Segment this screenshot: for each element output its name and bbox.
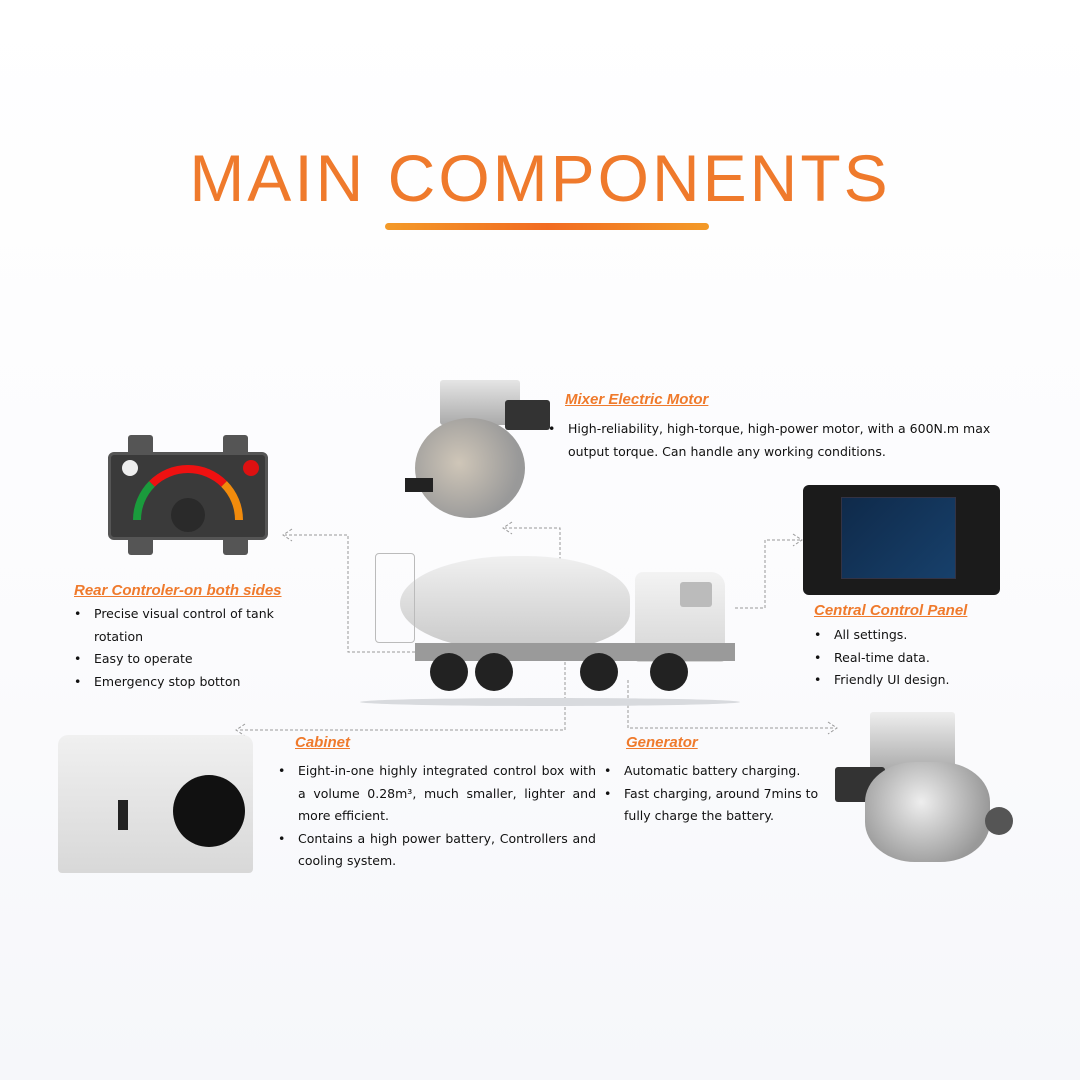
page-title: MAIN COMPONENTS — [189, 141, 891, 215]
generator-bullets: Automatic battery charging. Fast chargin… — [604, 760, 839, 828]
rear-controller-heading: Rear Controler-on both sides — [74, 582, 282, 599]
motor-heading: Mixer Electric Motor — [565, 391, 709, 408]
title-underline — [385, 223, 709, 230]
list-item: Easy to operate — [74, 648, 294, 671]
list-item: Real-time data. — [814, 647, 1014, 670]
mixer-motor-image — [405, 380, 550, 520]
cabinet-bullets: Eight-in-one highly integrated control b… — [278, 760, 596, 873]
control-panel-heading: Central Control Panel — [814, 602, 968, 619]
mixer-truck-image — [360, 548, 740, 706]
cabinet-image — [58, 735, 253, 873]
list-item: Friendly UI design. — [814, 669, 1014, 692]
control-panel-bullets: All settings. Real-time data. Friendly U… — [814, 624, 1014, 692]
list-item: Emergency stop botton — [74, 671, 294, 694]
control-panel-image — [803, 485, 1000, 595]
generator-heading: Generator — [626, 734, 698, 751]
generator-image — [835, 712, 1015, 867]
list-item: Automatic battery charging. — [604, 760, 839, 783]
rear-controller-image — [108, 435, 268, 555]
cabinet-heading: Cabinet — [295, 734, 351, 751]
motor-bullets: High-reliability, high-torque, high-powe… — [548, 418, 1008, 463]
list-item: Contains a high power battery, Controlle… — [278, 828, 596, 873]
list-item: All settings. — [814, 624, 1014, 647]
list-item: High-reliability, high-torque, high-powe… — [548, 418, 1008, 463]
rear-controller-bullets: Precise visual control of tank rotation … — [74, 603, 294, 693]
list-item: Precise visual control of tank rotation — [74, 603, 294, 648]
list-item: Eight-in-one highly integrated control b… — [278, 760, 596, 828]
list-item: Fast charging, around 7mins to fully cha… — [604, 783, 839, 828]
